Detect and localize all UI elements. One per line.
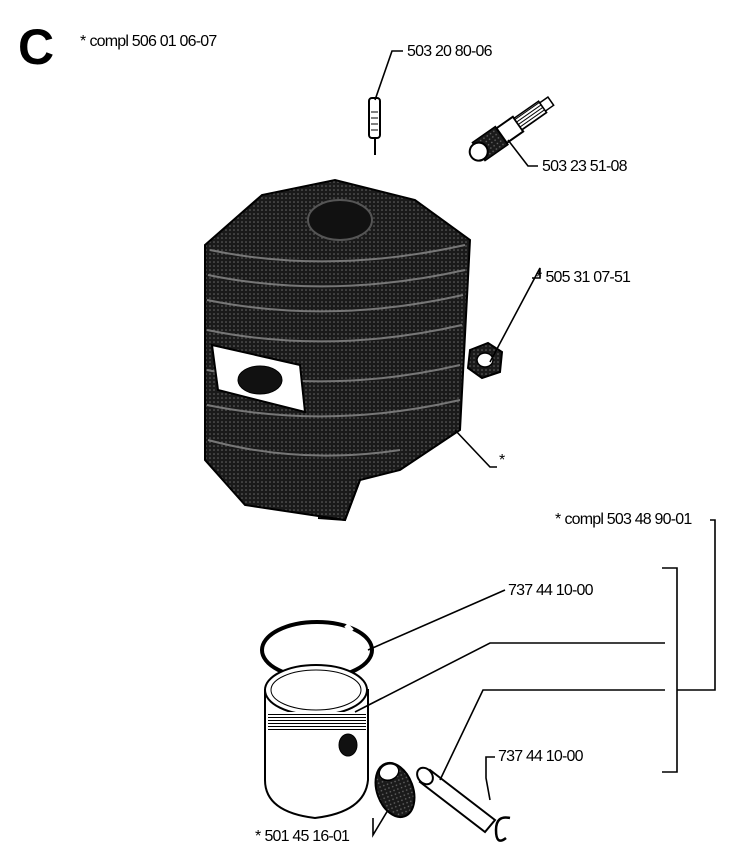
asterisk: * — [80, 33, 86, 50]
needle-bearing-icon — [374, 761, 416, 819]
assembly-label: *compl 506 01 06-07 — [80, 33, 217, 50]
piston-ring-part-number: 737 44 10-00 — [508, 582, 594, 599]
nut-label: *505 31 07-51 — [536, 269, 631, 286]
assembly-part-number: compl 506 01 06-07 — [89, 33, 217, 50]
section-letter: C — [18, 19, 55, 75]
piston-kit-part-number: compl 503 48 90-01 — [564, 511, 692, 528]
spark-plug-part-number: 503 23 51-08 — [542, 158, 628, 175]
piston-icon — [264, 664, 369, 820]
piston-pin-icon — [416, 766, 497, 834]
stud-part-number: 503 20 80-06 — [407, 43, 493, 60]
asterisk: * — [255, 828, 261, 845]
piston-kit-label: *compl 503 48 90-01 — [555, 511, 692, 528]
asterisk: * — [555, 511, 561, 528]
circlip-icon — [494, 816, 511, 842]
callout-lines — [354, 50, 716, 838]
needle-bearing-part-number: 501 45 16-01 — [264, 828, 350, 845]
nut-icon — [466, 341, 504, 380]
cylinder-label: * — [499, 452, 505, 469]
needle-bearing-label: *501 45 16-01 — [255, 828, 350, 845]
circlip-part-number: 737 44 10-00 — [498, 748, 584, 765]
cylinder-icon — [204, 178, 472, 522]
spark-plug-icon — [468, 96, 555, 162]
asterisk: * — [536, 269, 542, 286]
stud-icon — [368, 97, 381, 155]
nut-part-number: 505 31 07-51 — [545, 269, 631, 286]
